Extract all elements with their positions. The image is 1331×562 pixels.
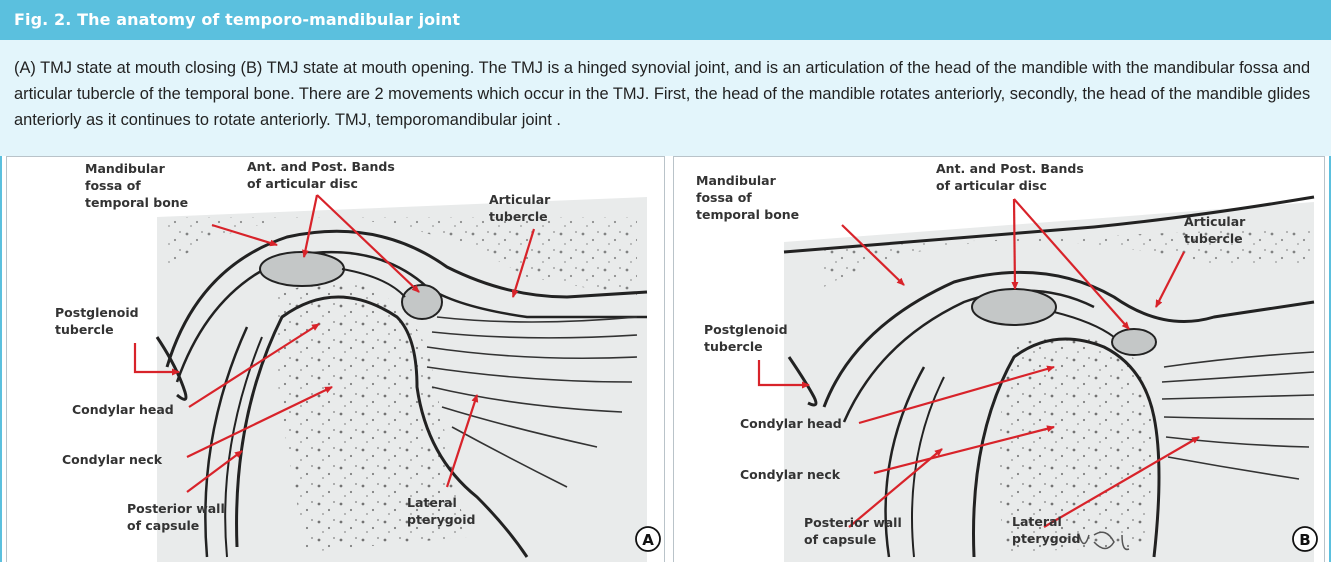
svg-text:A: A	[642, 531, 654, 549]
panel-b: Mandibular fossa of temporal bone Ant. a…	[673, 156, 1325, 562]
label-condylar-neck: Condylar neck	[740, 467, 841, 482]
posterior-band	[972, 289, 1056, 325]
label-condylar-head: Condylar head	[740, 416, 842, 431]
tmj-open-illustration: Mandibular fossa of temporal bone Ant. a…	[674, 157, 1325, 562]
anterior-band	[1112, 329, 1156, 355]
panel-badge-a: A	[636, 527, 660, 551]
label-bands: Ant. and Post. Bands of articular disc	[247, 159, 399, 191]
figure-title: Fig. 2. The anatomy of temporo-mandibula…	[0, 0, 1331, 40]
figure-caption: (A) TMJ state at mouth closing (B) TMJ s…	[0, 40, 1331, 156]
arrow-posterior-band	[1014, 199, 1015, 289]
label-bands: Ant. and Post. Bands of articular disc	[936, 161, 1088, 193]
anterior-band	[402, 285, 442, 319]
posterior-band	[260, 252, 344, 286]
svg-text:B: B	[1299, 531, 1310, 549]
label-condylar-head: Condylar head	[72, 402, 174, 417]
panel-a: Mandibular fossa of temporal bone Ant. a…	[6, 156, 665, 562]
panel-badge-b: B	[1293, 527, 1317, 551]
left-border-rule	[0, 156, 2, 562]
label-condylar-neck: Condylar neck	[62, 452, 163, 467]
label-postglenoid: Postglenoid tubercle	[704, 322, 792, 354]
tmj-closed-illustration: Mandibular fossa of temporal bone Ant. a…	[7, 157, 665, 562]
label-postglenoid: Postglenoid tubercle	[55, 305, 143, 337]
label-fossa: Mandibular fossa of temporal bone	[85, 161, 188, 210]
label-fossa: Mandibular fossa of temporal bone	[696, 173, 799, 222]
